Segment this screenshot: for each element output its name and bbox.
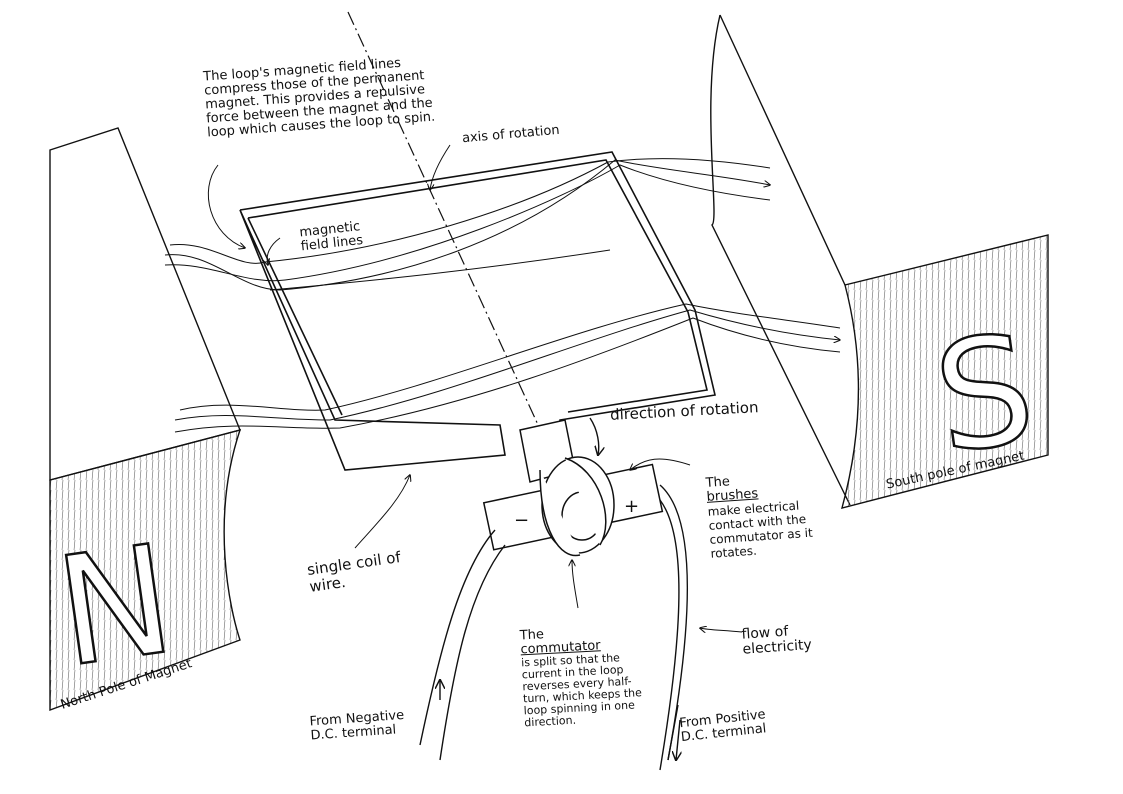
commutator-desc: is split so that the current in the loop… bbox=[521, 651, 655, 730]
commutator-label: The commutator is split so that the curr… bbox=[519, 609, 656, 744]
brush-minus-sign: − bbox=[514, 510, 529, 531]
brushes-desc: make electrical contact with the commuta… bbox=[707, 495, 851, 561]
flow-of-electricity-label: flow of electricity bbox=[741, 622, 823, 658]
brushes-label: The brushes make electrical contact with… bbox=[704, 453, 851, 574]
brush-plus-sign: + bbox=[624, 496, 639, 517]
wire-loop bbox=[240, 152, 715, 470]
commutator-assembly bbox=[484, 420, 663, 556]
rotation-arrow bbox=[590, 418, 599, 455]
magnetic-field-lines bbox=[165, 159, 840, 432]
south-pole-magnet: S bbox=[711, 15, 1048, 508]
north-pole-magnet: N bbox=[48, 128, 240, 710]
